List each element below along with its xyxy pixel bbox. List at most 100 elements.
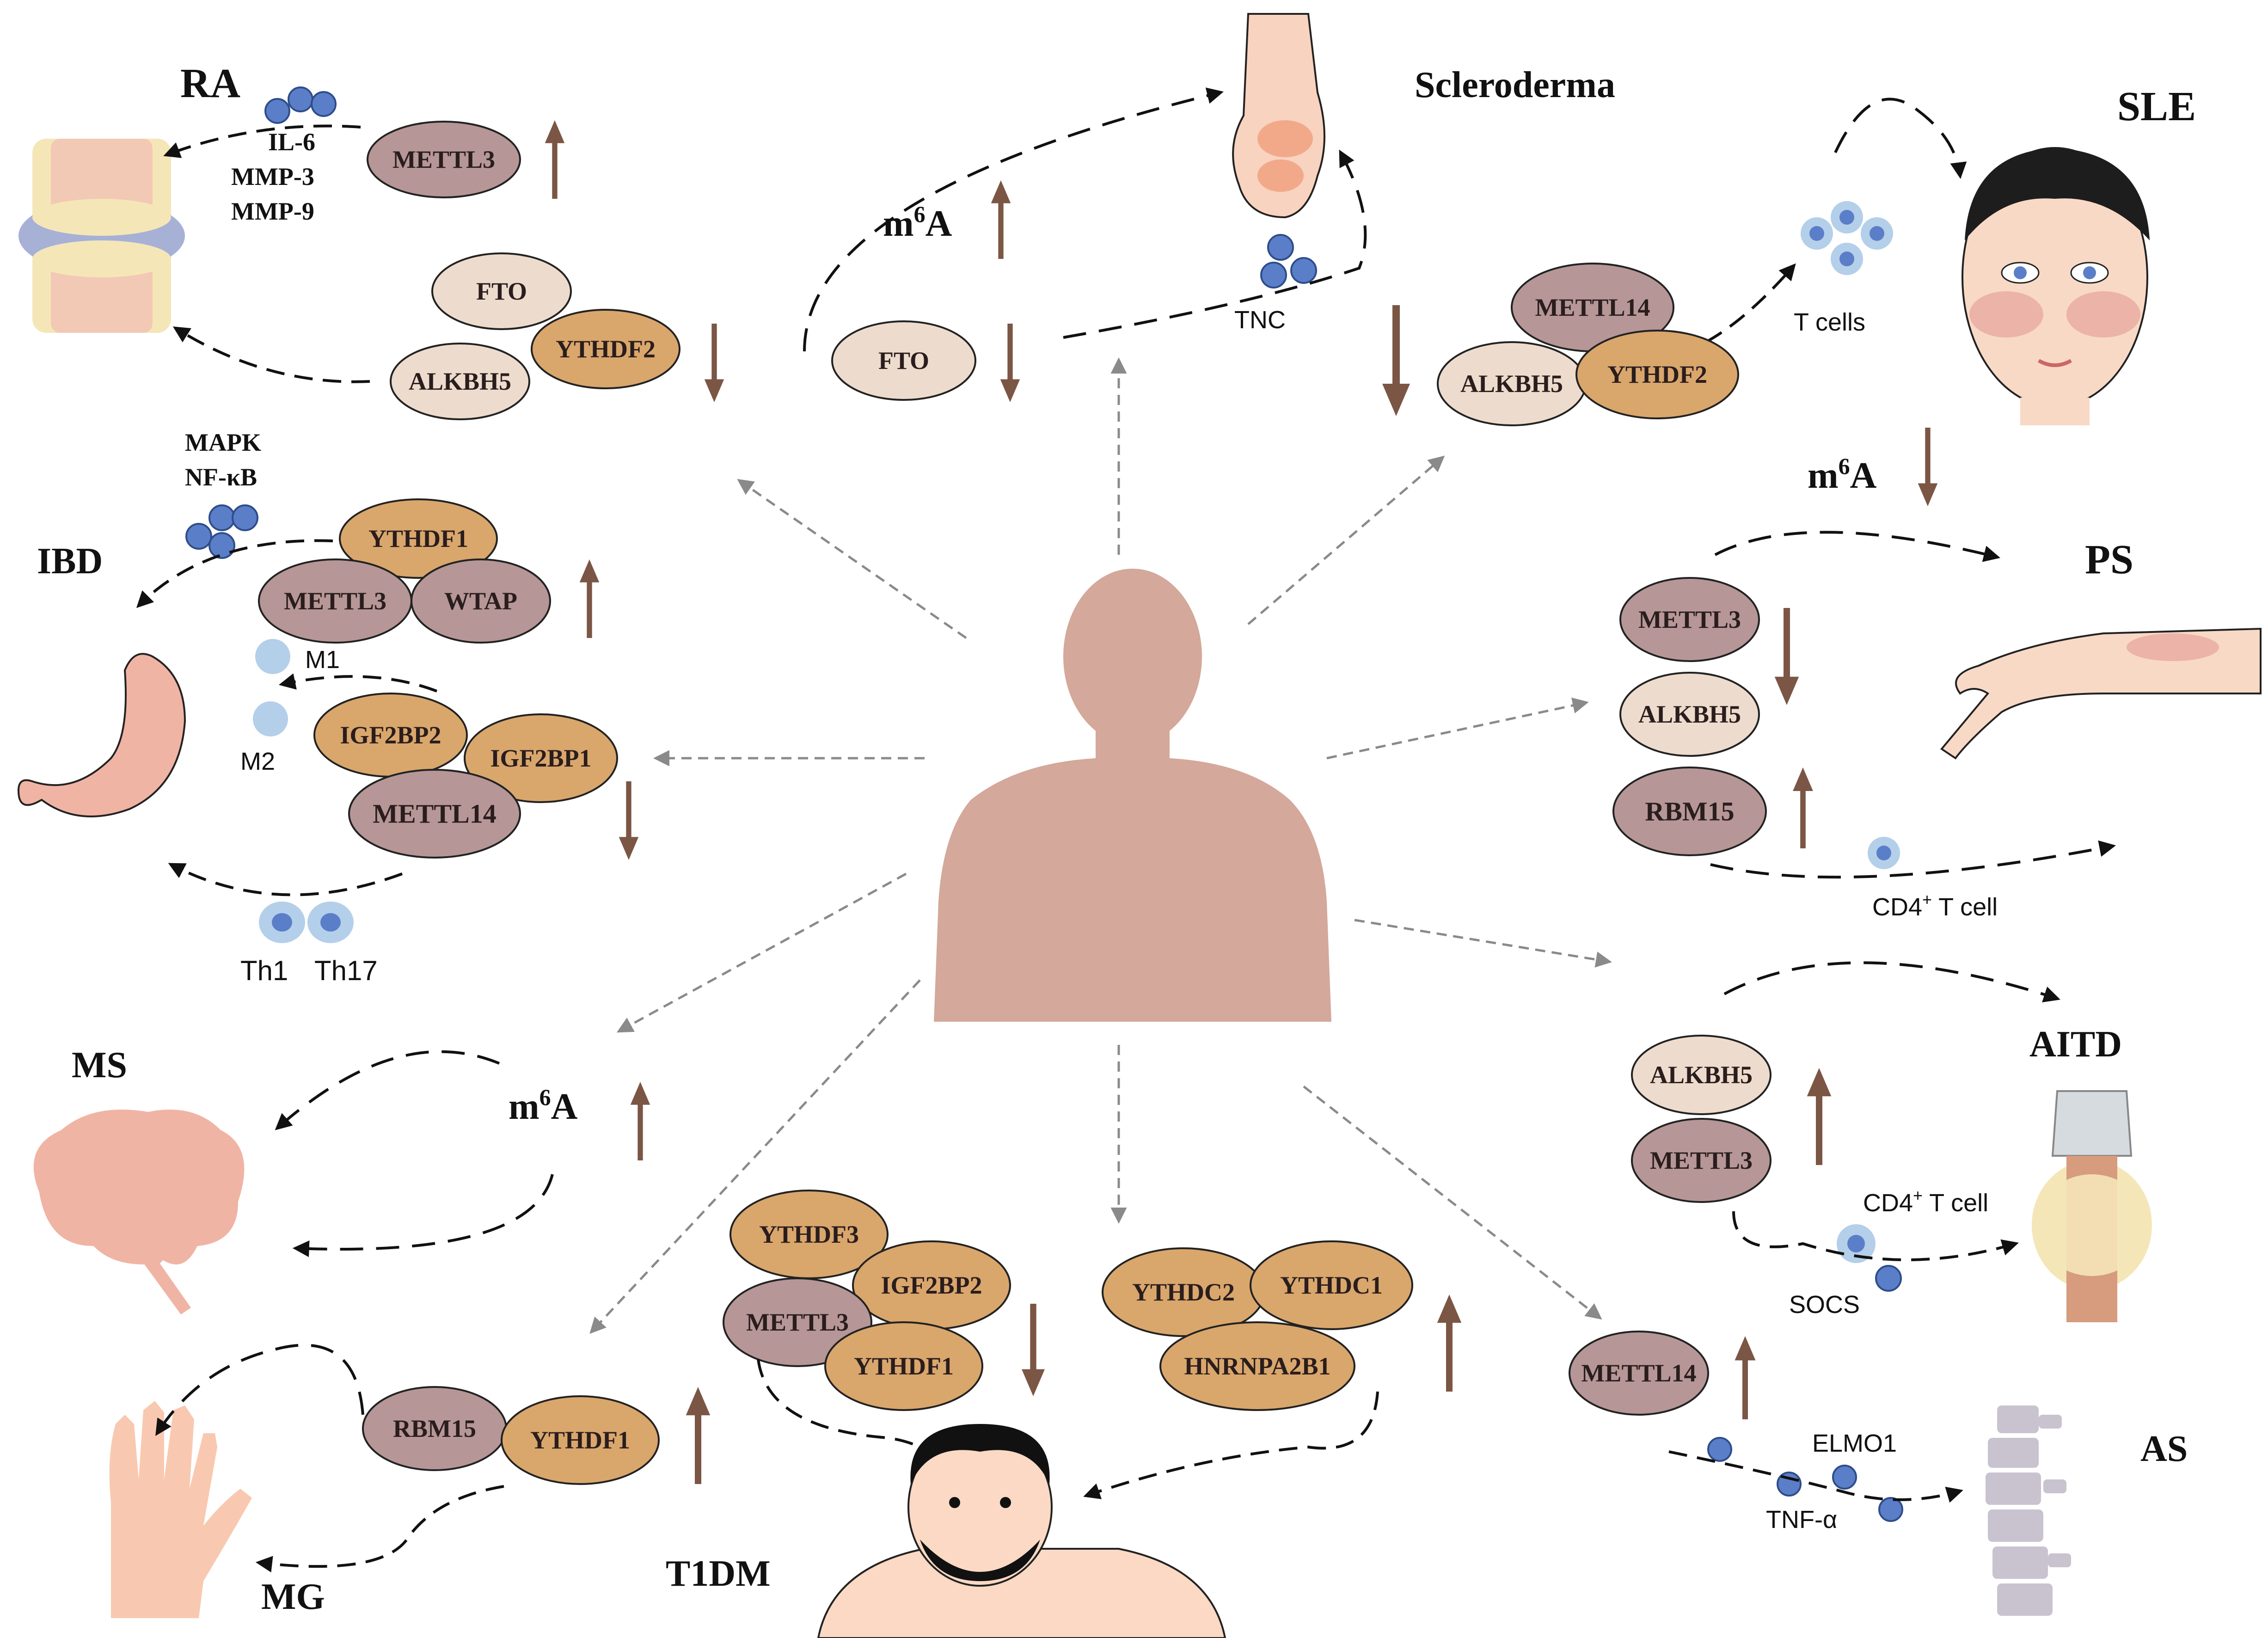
as-up-arrow [1735,1336,1756,1419]
svg-text:YTHDF1: YTHDF1 [854,1352,954,1380]
ps-m6a-down-arrow [1918,428,1938,506]
t1dm-panel: YTHDF3 IGF2BP2 METTL3 YTHDF1 YTHDC2 YTHD… [666,1190,1462,1638]
sle-panel: SLE T cells METTL14 ALKBH5 [1382,84,2196,426]
ps-m6a: m6A [1808,453,1877,496]
sle-cell-label: T cells [1794,308,1865,336]
brain-icon [29,1105,249,1321]
ibd-th17-label: Th17 [314,955,378,986]
as-label: AS [2140,1429,2188,1469]
ps-alkbh5: ALKBH5 [1619,672,1760,757]
ps-cd4-label: CD4+ T cell [1872,890,1998,921]
svg-text:ALKBH5: ALKBH5 [409,368,511,395]
t1dm-ythdf1: YTHDF1 [824,1321,983,1411]
ibd-up-arrow [579,559,600,638]
svg-text:METTL3: METTL3 [746,1308,849,1336]
ps-up-arrow [1793,767,1813,848]
svg-text:METTL14: METTL14 [1535,294,1650,321]
svg-text:FTO: FTO [878,347,929,374]
aitd-panel: AITD ALKBH5 METTL3 CD4+ T cell SOCS [1631,961,2152,1322]
sle-ythdf2: YTHDF2 [1575,330,1739,419]
svg-text:YTHDF3: YTHDF3 [759,1221,859,1248]
sclero-cells [1260,234,1317,288]
face-icon [1962,147,2150,425]
as-panel: METTL14 ELMO1 TNF-α AS [1569,1331,2188,1616]
human-silhouette [934,569,1331,1022]
ibd-mettl14: METTL14 [348,769,521,859]
ps-label: PS [2085,537,2133,583]
ra-down-arrow [704,324,724,402]
svg-text:YTHDF1: YTHDF1 [368,525,468,552]
svg-text:METTL3: METTL3 [284,587,386,615]
ibd-mettl3: METTL3 [258,558,412,644]
svg-text:RBM15: RBM15 [393,1415,476,1442]
ra-panel: RA IL-6 MMP-3 MMP-9 METTL3 FTO [18,61,724,420]
ibd-pathway-1: NF-κB [185,463,257,491]
sclero-fto: FTO [831,320,976,401]
ibd-m1-label: M1 [305,646,340,674]
svg-text:ALKBH5: ALKBH5 [1638,700,1741,728]
sle-label: SLE [2117,84,2196,129]
aitd-up-arrow [1807,1068,1832,1165]
ibd-macrophages [253,639,290,736]
svg-text:METTL3: METTL3 [1650,1147,1753,1174]
ra-cytokine-2: MMP-9 [231,197,314,225]
mg-panel: RBM15 YTHDF1 MG [109,1344,711,1618]
sclero-down-arrow [1000,324,1020,402]
hand-fist-icon [1232,13,1325,219]
t1dm-up-arrow [1437,1294,1462,1392]
mg-rbm15: RBM15 [362,1386,507,1471]
sle-down-arrow [1382,305,1410,416]
aitd-mettl3: METTL3 [1631,1118,1771,1203]
sclero-up-arrow [991,180,1011,259]
ms-m6a: m6A [509,1084,578,1127]
svg-text:METTL3: METTL3 [1638,606,1741,633]
sle-tcells [1801,201,1893,275]
aitd-cd4-label: CD4+ T cell [1863,1186,1988,1217]
hand-icon [109,1401,252,1618]
scleroderma-panel: Scleroderma m6A FTO TNC [803,13,1615,402]
ibd-panel: MAPK NF-κB IBD YTHDF1 METTL3 WTAP [17,429,639,986]
svg-text:IGF2BP1: IGF2BP1 [490,744,591,772]
aitd-alkbh5: ALKBH5 [1631,1035,1771,1115]
t1dm-hnrnpa2b1: HNRNPA2B1 [1159,1321,1355,1411]
ra-cytokine-0: IL-6 [268,128,315,156]
mg-up-arrow [686,1387,711,1484]
svg-text:FTO: FTO [476,277,527,305]
svg-text:IGF2BP2: IGF2BP2 [881,1271,982,1299]
arm-icon [1940,627,2262,760]
ps-panel: m6A PS METTL3 ALKBH5 RBM15 CD4+ T cell [1612,428,2262,921]
mg-label: MG [261,1577,325,1617]
ibd-igf2bp2: IGF2BP2 [313,693,468,778]
svg-text:METTL3: METTL3 [392,146,495,173]
ra-alkbh5: ALKBH5 [390,343,530,420]
svg-text:HNRNPA2B1: HNRNPA2B1 [1184,1352,1331,1380]
aitd-label: AITD [2029,1024,2122,1065]
stomach-icon [17,653,186,817]
spine-icon [1986,1405,2071,1616]
t1dm-down-arrow [1022,1304,1045,1396]
ps-cd4-cell [1868,837,1900,869]
joint-icon [18,139,185,333]
ra-ythdf2: YTHDF2 [531,309,680,389]
ibd-wtap: WTAP [411,558,551,644]
sclero-cell-label: TNC [1234,306,1286,334]
ibd-pathway-0: MAPK [185,429,261,456]
svg-text:YTHDC1: YTHDC1 [1280,1271,1383,1299]
ibd-m2-label: M2 [240,748,275,775]
aitd-socs-label: SOCS [1789,1291,1860,1319]
t1dm-ythdf3: YTHDF3 [729,1190,889,1279]
svg-text:YTHDF1: YTHDF1 [530,1426,630,1454]
t1dm-ythdc2: YTHDC2 [1102,1247,1265,1337]
as-factor-1: TNF-α [1766,1506,1837,1534]
thyroid-icon [2032,1090,2152,1322]
t1dm-label: T1DM [666,1553,771,1594]
ibd-th1-label: Th1 [240,955,288,986]
ibd-ythdf1: YTHDF1 [339,498,498,579]
svg-text:YTHDF2: YTHDF2 [556,335,656,363]
svg-text:RBM15: RBM15 [1645,797,1734,827]
center-spokes [589,357,1612,1334]
sle-mettl14: METTL14 [1511,263,1674,352]
ms-panel: MS m6A [29,1045,650,1321]
as-cells [1707,1437,1903,1522]
